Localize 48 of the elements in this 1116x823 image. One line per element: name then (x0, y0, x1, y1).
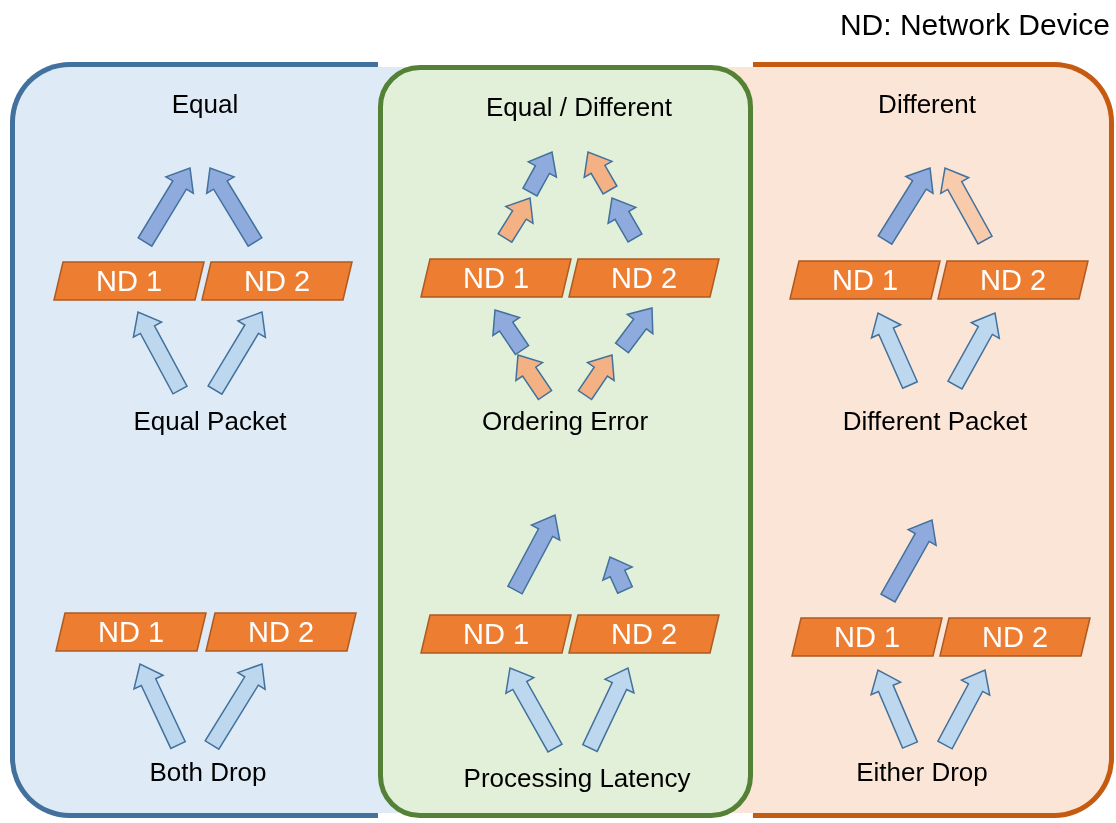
panel-heading: Different (878, 89, 976, 120)
block-arrow (601, 555, 634, 595)
block-arrow (515, 354, 553, 401)
network-device-box: ND 1 (53, 261, 205, 301)
block-arrow (607, 196, 643, 244)
panel-heading: Equal (171, 89, 239, 120)
scenario-caption: Equal Packet (70, 404, 350, 438)
network-device-box: ND 2 (205, 612, 357, 652)
network-device-box: ND 1 (789, 260, 941, 300)
block-arrow (137, 166, 195, 248)
block-arrow (492, 309, 530, 356)
block-arrow (870, 311, 919, 390)
network-device-box: ND 1 (55, 612, 207, 652)
block-arrow (204, 662, 267, 751)
block-arrow (504, 666, 564, 753)
network-device-box: ND 1 (791, 617, 943, 657)
block-arrow (947, 311, 1001, 390)
block-arrow (581, 666, 635, 753)
network-device-box: ND 1 (420, 614, 572, 654)
scenario-caption: Different Packet (795, 404, 1075, 438)
block-arrow (869, 668, 919, 750)
panel-heading: Equal / Different (486, 92, 672, 123)
scenario-caption: Processing Latency (437, 761, 717, 795)
category-panel (10, 62, 378, 818)
scenario-caption: Either Drop (782, 755, 1062, 789)
network-device-box: ND 2 (201, 261, 353, 301)
block-arrow (205, 166, 263, 248)
block-arrow (207, 310, 267, 396)
block-arrow (132, 662, 187, 750)
network-device-box: ND 2 (568, 258, 720, 298)
block-arrow (506, 513, 561, 595)
network-device-box: ND 2 (939, 617, 1091, 657)
scenario-caption: Ordering Error (425, 404, 705, 438)
block-arrow (879, 518, 938, 603)
block-arrow (936, 668, 991, 750)
block-arrow (877, 167, 934, 246)
category-panel (378, 65, 753, 818)
network-device-box: ND 1 (420, 258, 572, 298)
legend-note: ND: Network Device (839, 8, 1110, 42)
category-panel (753, 62, 1114, 818)
block-arrow (577, 354, 615, 401)
block-arrow (132, 310, 188, 395)
block-arrow (614, 307, 654, 354)
scenario-caption: Both Drop (68, 755, 348, 789)
block-arrow (497, 197, 534, 244)
network-device-box: ND 2 (937, 260, 1089, 300)
block-arrow (939, 166, 993, 245)
network-device-box: ND 2 (568, 614, 720, 654)
